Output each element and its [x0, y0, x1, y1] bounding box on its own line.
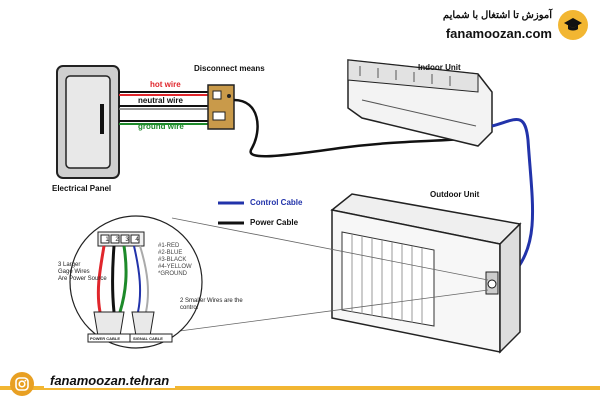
larger-wires-note: 3 Larger Gage Wires Are Power Source	[58, 262, 107, 282]
electrical-panel-label: Electrical Panel	[52, 184, 112, 193]
power-cable-line	[233, 98, 471, 158]
panel-wires	[119, 91, 210, 125]
outdoor-unit	[330, 193, 522, 354]
graduation-cap-logo-icon	[558, 10, 588, 40]
electrical-panel	[56, 65, 120, 179]
brand-url[interactable]: fanamoozan.com	[445, 26, 552, 41]
power-cable-tag: POWER CABLE	[90, 336, 120, 341]
footer-bar	[0, 386, 600, 390]
hot-wire-label: hot wire	[150, 80, 181, 89]
brand-header: آموزش تا اشتغال با شمایم fanamoozan.com	[392, 4, 592, 44]
disconnect-box	[207, 84, 235, 130]
terminal-detail	[69, 215, 203, 349]
instagram-handle[interactable]: fanamoozan.tehran	[44, 373, 176, 388]
disconnect-means-label: Disconnect means	[194, 64, 265, 73]
signal-cable-tag: SIGNAL CABLE	[133, 336, 163, 341]
control-cable-label: Control Cable	[250, 198, 303, 207]
indoor-unit-label: Indoor Unit	[418, 63, 461, 72]
indoor-unit	[347, 59, 493, 147]
smaller-wires-note: 2 Smaller Wires are the control	[180, 298, 243, 311]
neutral-wire-label: neutral wire	[138, 96, 183, 105]
color-key: #1-RED #2-BLUE #3-BLACK #4-YELLOW *GROUN…	[158, 243, 192, 277]
power-cable-label: Power Cable	[250, 218, 299, 227]
instagram-icon[interactable]	[10, 372, 34, 396]
brand-tagline: آموزش تا اشتغال با شمایم	[442, 10, 552, 21]
footer: fanamoozan.tehran	[0, 368, 600, 400]
ground-wire-label: ground wire	[138, 122, 184, 131]
outdoor-unit-label: Outdoor Unit	[430, 190, 480, 199]
